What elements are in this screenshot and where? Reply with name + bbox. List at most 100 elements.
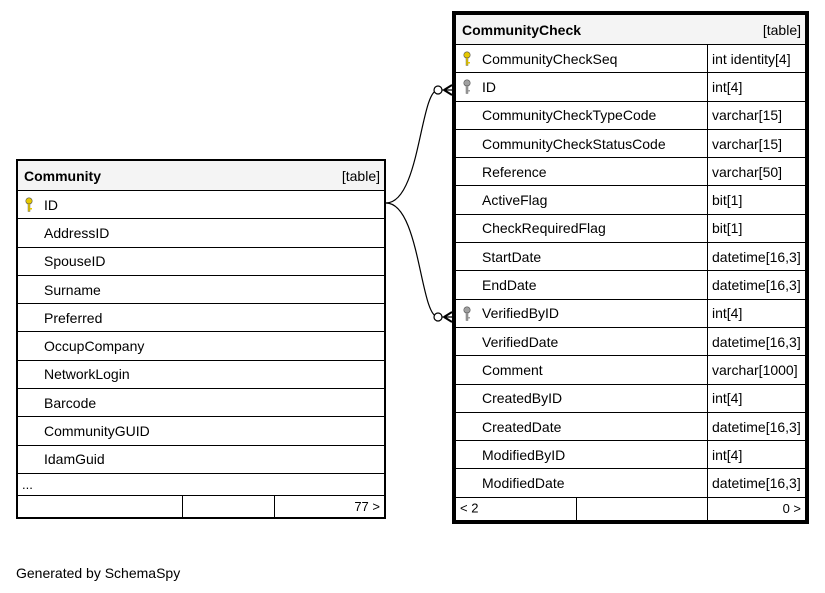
- column-name-cell[interactable]: ModifiedDate: [455, 468, 708, 498]
- relationship-line-verifiedbyid: [385, 202, 452, 318]
- column-name: NetworkLogin: [44, 366, 130, 383]
- column-name: VerifiedDate: [482, 333, 559, 350]
- column-row[interactable]: ModifiedByID int[4]: [455, 440, 806, 470]
- children-count-link[interactable]: 0 >: [707, 496, 806, 521]
- parents-count-link[interactable]: < 2: [455, 496, 708, 521]
- table-header[interactable]: CommunityCheck [table]: [455, 14, 806, 45]
- column-name: CommunityCheckTypeCode: [482, 107, 657, 124]
- column-name-cell[interactable]: ID: [17, 189, 385, 220]
- column-name-cell[interactable]: ID: [455, 72, 708, 102]
- column-row[interactable]: SpouseID: [17, 246, 385, 276]
- column-name: VerifiedByID: [482, 305, 560, 322]
- column-name-cell[interactable]: VerifiedDate: [455, 326, 708, 357]
- column-name-cell[interactable]: Comment: [455, 355, 708, 385]
- more-columns-indicator[interactable]: ...: [17, 472, 385, 496]
- column-row[interactable]: CreatedDate datetime[16,3]: [455, 411, 806, 442]
- foreign-key-icon: [463, 306, 471, 321]
- children-count-link[interactable]: 77 >: [274, 494, 385, 518]
- column-type: bit[1]: [707, 213, 806, 244]
- column-row[interactable]: AddressID: [17, 218, 385, 248]
- column-name: Surname: [44, 281, 101, 298]
- table-header[interactable]: Community[table]: [17, 160, 385, 191]
- column-name-cell[interactable]: IdamGuid: [17, 444, 385, 474]
- column-name-cell[interactable]: CreatedByID: [455, 383, 708, 413]
- column-name-cell[interactable]: NetworkLogin: [17, 359, 385, 390]
- table-kind-label: [table]: [762, 21, 801, 38]
- column-name-cell[interactable]: StartDate: [455, 242, 708, 272]
- column-type: bit[1]: [707, 185, 806, 215]
- column-name: ModifiedByID: [482, 446, 566, 463]
- column-row[interactable]: VerifiedDate datetime[16,3]: [455, 326, 806, 357]
- column-name: CheckRequiredFlag: [482, 220, 606, 237]
- column-name: ActiveFlag: [482, 192, 548, 209]
- column-name-cell[interactable]: ModifiedByID: [455, 440, 708, 470]
- column-type: datetime[16,3]: [707, 326, 806, 357]
- column-name: SpouseID: [44, 253, 106, 270]
- column-name: EndDate: [482, 277, 537, 294]
- column-name-cell[interactable]: EndDate: [455, 270, 708, 300]
- column-name: StartDate: [482, 248, 542, 265]
- column-row[interactable]: VerifiedByID int[4]: [455, 298, 806, 328]
- column-name-cell[interactable]: CommunityCheckSeq: [455, 43, 708, 74]
- column-name: Preferred: [44, 309, 103, 326]
- column-row[interactable]: Surname: [17, 274, 385, 305]
- column-name: IdamGuid: [44, 451, 105, 468]
- column-row[interactable]: ID: [17, 189, 385, 220]
- column-name-cell[interactable]: Reference: [455, 157, 708, 187]
- column-row[interactable]: ActiveFlag bit[1]: [455, 185, 806, 215]
- column-row[interactable]: Barcode: [17, 388, 385, 418]
- column-row[interactable]: CheckRequiredFlag bit[1]: [455, 213, 806, 244]
- column-row[interactable]: CommunityGUID: [17, 416, 385, 446]
- column-row[interactable]: NetworkLogin: [17, 359, 385, 390]
- column-type: int[4]: [707, 440, 806, 470]
- column-name-cell[interactable]: OccupCompany: [17, 331, 385, 361]
- table-name[interactable]: Community: [24, 167, 101, 184]
- more-columns-row[interactable]: ...: [17, 472, 385, 496]
- column-name-cell[interactable]: ActiveFlag: [455, 185, 708, 215]
- table-footer: 77 >: [17, 494, 385, 518]
- column-name: CommunityCheckSeq: [482, 50, 618, 67]
- table-name[interactable]: CommunityCheck: [462, 21, 582, 38]
- column-row[interactable]: EndDate datetime[16,3]: [455, 270, 806, 300]
- column-type: datetime[16,3]: [707, 411, 806, 442]
- column-name-cell[interactable]: AddressID: [17, 218, 385, 248]
- column-type: datetime[16,3]: [707, 468, 806, 498]
- column-row[interactable]: OccupCompany: [17, 331, 385, 361]
- relationship-line-id: [385, 89, 452, 204]
- column-name-cell[interactable]: CommunityCheckStatusCode: [455, 128, 708, 159]
- column-type: varchar[15]: [707, 128, 806, 159]
- primary-key-icon: [25, 197, 33, 212]
- column-name-cell[interactable]: CheckRequiredFlag: [455, 213, 708, 244]
- column-type: int[4]: [707, 298, 806, 328]
- column-row[interactable]: IdamGuid: [17, 444, 385, 474]
- column-row[interactable]: Preferred: [17, 303, 385, 333]
- column-name-cell[interactable]: SpouseID: [17, 246, 385, 276]
- column-name-cell[interactable]: CommunityCheckTypeCode: [455, 100, 708, 130]
- column-type: int[4]: [707, 383, 806, 413]
- primary-key-icon: [463, 51, 471, 66]
- column-name-cell[interactable]: CreatedDate: [455, 411, 708, 442]
- column-name-cell[interactable]: VerifiedByID: [455, 298, 708, 328]
- column-type: varchar[15]: [707, 100, 806, 130]
- column-name: CreatedDate: [482, 418, 562, 435]
- column-name-cell[interactable]: Preferred: [17, 303, 385, 333]
- column-name: Comment: [482, 361, 543, 378]
- relationship-optional-marker: [433, 312, 443, 322]
- column-type: datetime[16,3]: [707, 270, 806, 300]
- column-name-cell[interactable]: Surname: [17, 274, 385, 305]
- crowfoot-marker: [443, 84, 453, 96]
- column-row[interactable]: CommunityCheckTypeCode varchar[15]: [455, 100, 806, 130]
- column-name-cell[interactable]: CommunityGUID: [17, 416, 385, 446]
- column-name-cell[interactable]: Barcode: [17, 388, 385, 418]
